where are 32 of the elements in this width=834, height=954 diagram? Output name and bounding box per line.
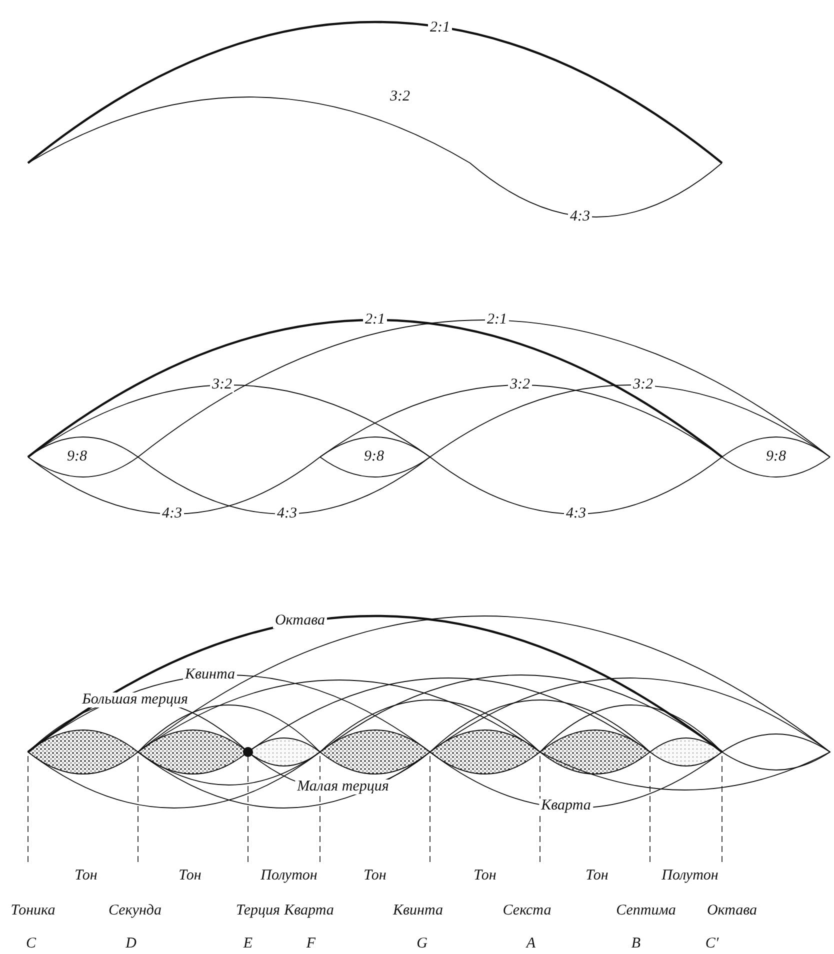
step-label: Тон: [74, 868, 98, 884]
degree-label: Терция: [236, 904, 280, 918]
note-letter: F: [306, 936, 316, 952]
degree-label: Септима: [616, 904, 676, 918]
note-letter: E: [243, 936, 253, 952]
degree-label: Октава: [706, 904, 758, 918]
note-letter: C: [26, 936, 36, 952]
ratio-label: 9:8: [364, 450, 384, 464]
interval-label: Кварта: [539, 798, 593, 814]
interval-label: Квинта: [183, 668, 237, 682]
degree-label: Секста: [502, 904, 552, 918]
ratio-label: 9:8: [766, 450, 786, 464]
ratio-label: 9:8: [67, 450, 87, 464]
interval-label: Большая терция: [80, 692, 190, 708]
interval-label: Октава: [272, 614, 328, 628]
interval-label: Малая терция: [295, 780, 391, 794]
note-letter: C′: [705, 936, 719, 952]
note-letter: D: [126, 936, 136, 952]
step-label: Полутон: [260, 868, 318, 884]
degree-label: Квинта: [393, 904, 443, 918]
degree-label: Секунда: [108, 904, 162, 918]
step-label: Полутон: [662, 868, 718, 884]
note-letter: B: [631, 936, 641, 952]
ratio-label: 3:2: [210, 378, 234, 392]
step-label: Тон: [364, 868, 386, 884]
degree-label: Кварта: [284, 904, 334, 918]
step-label: Тон: [586, 868, 608, 884]
note-letter: A: [526, 936, 536, 952]
step-label: Тон: [178, 868, 202, 884]
step-label: Тон: [474, 868, 496, 884]
degree-label: Тоника: [10, 904, 56, 918]
note-letter: G: [416, 936, 428, 952]
